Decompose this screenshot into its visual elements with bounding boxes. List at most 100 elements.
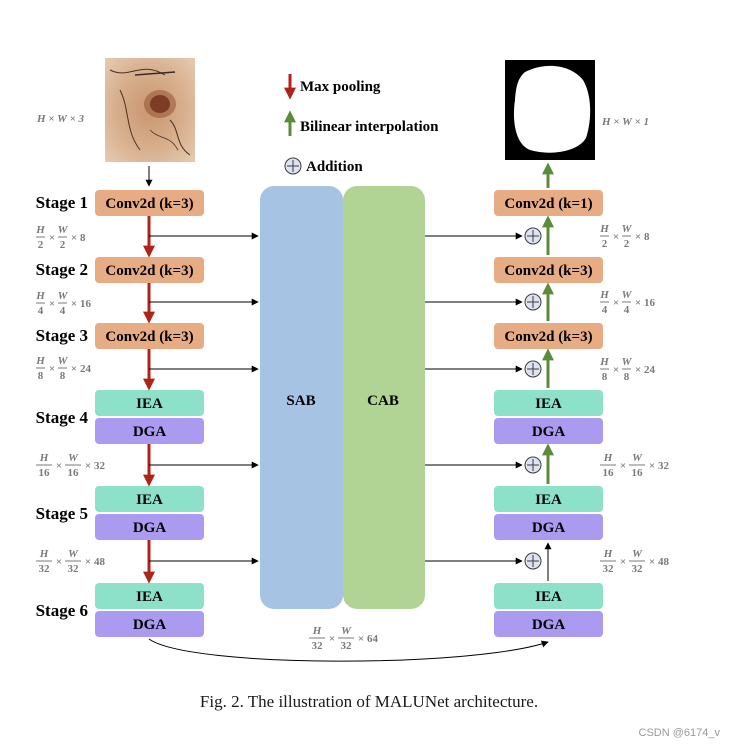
encoder-stage-3-conv2d-block: Conv2d (k=3)	[95, 323, 204, 349]
dim-label: H32×W32×48	[600, 548, 670, 575]
encoder-stage-5-iea-block: IEA	[95, 486, 204, 512]
dim-numerator: W	[622, 356, 633, 368]
svg-text:×: ×	[649, 460, 655, 472]
addition-icon	[524, 552, 542, 570]
decoder-block-label: DGA	[532, 424, 566, 440]
addition-icon	[524, 227, 542, 245]
dim-denominator: 32	[39, 563, 51, 575]
svg-text:×: ×	[635, 364, 641, 376]
dim-channels: 48	[658, 556, 670, 568]
dim-numerator: W	[68, 452, 79, 464]
dim-denominator: 2	[60, 239, 66, 251]
dim-numerator: W	[341, 625, 352, 637]
dim-denominator: 4	[602, 304, 608, 316]
decoder-stage-6-dga-block: DGA	[494, 611, 603, 637]
decoder-stage-4-dga-block: DGA	[494, 418, 603, 444]
dim-numerator: W	[58, 224, 69, 236]
encoder-stage-6-iea-block: IEA	[95, 583, 204, 609]
dim-label: H16×W16×32	[36, 452, 106, 479]
addition-icon	[524, 293, 542, 311]
svg-text:×: ×	[635, 231, 641, 243]
dim-numerator: W	[622, 289, 633, 301]
dim-channels: 16	[644, 297, 656, 309]
output-mask	[505, 60, 595, 160]
dim-numerator: H	[599, 356, 609, 368]
stage-label-5: Stage 5	[36, 504, 88, 523]
dim-denominator: 8	[624, 371, 630, 383]
decoder-stage-1-conv2d-block: Conv2d (k=1)	[494, 190, 603, 216]
stage-label-6: Stage 6	[36, 601, 88, 620]
dim-numerator: W	[68, 548, 79, 560]
decoder-stage-3-conv2d-block: Conv2d (k=3)	[494, 323, 603, 349]
dim-numerator: W	[58, 355, 69, 367]
decoder-block-label: DGA	[532, 617, 566, 633]
dim-channels: 24	[80, 363, 92, 375]
decoder-stage-5-iea-block: IEA	[494, 486, 603, 512]
dim-channels: 48	[94, 556, 106, 568]
dim-denominator: 2	[624, 238, 630, 250]
svg-text:×: ×	[613, 231, 619, 243]
dim-numerator: H	[599, 223, 609, 235]
decoder-stage-4-iea-block: IEA	[494, 390, 603, 416]
output-dims-label: H × W × 1	[601, 116, 649, 128]
legend-bilinear: Bilinear interpolation	[300, 119, 439, 135]
watermark: CSDN @6174_v	[638, 727, 720, 739]
cab-block	[343, 186, 425, 609]
dim-channels: 8	[644, 231, 650, 243]
dim-denominator: 8	[602, 371, 608, 383]
dim-numerator: H	[35, 355, 45, 367]
dim-channels: 16	[80, 298, 92, 310]
dim-denominator: 32	[68, 563, 80, 575]
dim-numerator: H	[39, 548, 49, 560]
legend: Max pooling Bilinear interpolation Addit…	[284, 74, 439, 175]
svg-text:×: ×	[49, 232, 55, 244]
encoder-stage-6-dga-block: DGA	[95, 611, 204, 637]
svg-text:×: ×	[649, 556, 655, 568]
encoder-block-label: IEA	[136, 492, 163, 508]
decoder-block-label: Conv2d (k=1)	[504, 196, 592, 212]
decoder-block-label: IEA	[535, 492, 562, 508]
encoder-block-label: Conv2d (k=3)	[105, 196, 193, 212]
skip-dims: H2×W2×8H2×W2×8H4×W4×16H4×W4×16H8×W8×24H8…	[35, 223, 669, 652]
svg-text:×: ×	[620, 460, 626, 472]
stage-label-2: Stage 2	[36, 260, 88, 279]
dim-numerator: W	[58, 290, 69, 302]
dim-numerator: H	[39, 452, 49, 464]
dim-denominator: 2	[602, 238, 608, 250]
svg-text:×: ×	[613, 364, 619, 376]
encoder-block-label: Conv2d (k=3)	[105, 329, 193, 345]
dim-denominator: 4	[38, 305, 44, 317]
dim-channels: 64	[367, 633, 379, 645]
encoder-block-label: IEA	[136, 396, 163, 412]
dim-label: H32×W32×48	[36, 548, 106, 575]
dim-denominator: 32	[341, 640, 353, 652]
malunet-diagram: H × W × 3 H × W × 1 Max pooling Bilinear…	[35, 58, 670, 662]
dim-label: H16×W16×32	[600, 452, 670, 479]
encoder-block-label: DGA	[133, 520, 167, 536]
dim-numerator: W	[632, 548, 643, 560]
encoder-stage-5-dga-block: DGA	[95, 514, 204, 540]
dim-denominator: 32	[312, 640, 324, 652]
svg-text:×: ×	[329, 633, 335, 645]
svg-text:×: ×	[56, 556, 62, 568]
dim-denominator: 2	[38, 239, 44, 251]
decoder-block-label: IEA	[535, 589, 562, 605]
decoder-block-label: Conv2d (k=3)	[504, 263, 592, 279]
svg-text:×: ×	[49, 363, 55, 375]
encoder-block-label: Conv2d (k=3)	[105, 263, 193, 279]
dim-numerator: H	[312, 625, 322, 637]
sab-block	[260, 186, 343, 609]
encoder-stage-4-iea-block: IEA	[95, 390, 204, 416]
dim-denominator: 16	[39, 467, 51, 479]
dim-denominator: 32	[603, 563, 615, 575]
decoder-block-label: Conv2d (k=3)	[504, 329, 592, 345]
svg-text:×: ×	[620, 556, 626, 568]
dim-numerator: W	[622, 223, 633, 235]
decoder-block-label: DGA	[532, 520, 566, 536]
decoder-stage-5-dga-block: DGA	[494, 514, 603, 540]
dim-channels: 24	[644, 364, 656, 376]
dim-numerator: W	[632, 452, 643, 464]
svg-text:×: ×	[49, 298, 55, 310]
dim-denominator: 8	[60, 370, 66, 382]
dim-label: H4×W4×16	[599, 289, 655, 316]
